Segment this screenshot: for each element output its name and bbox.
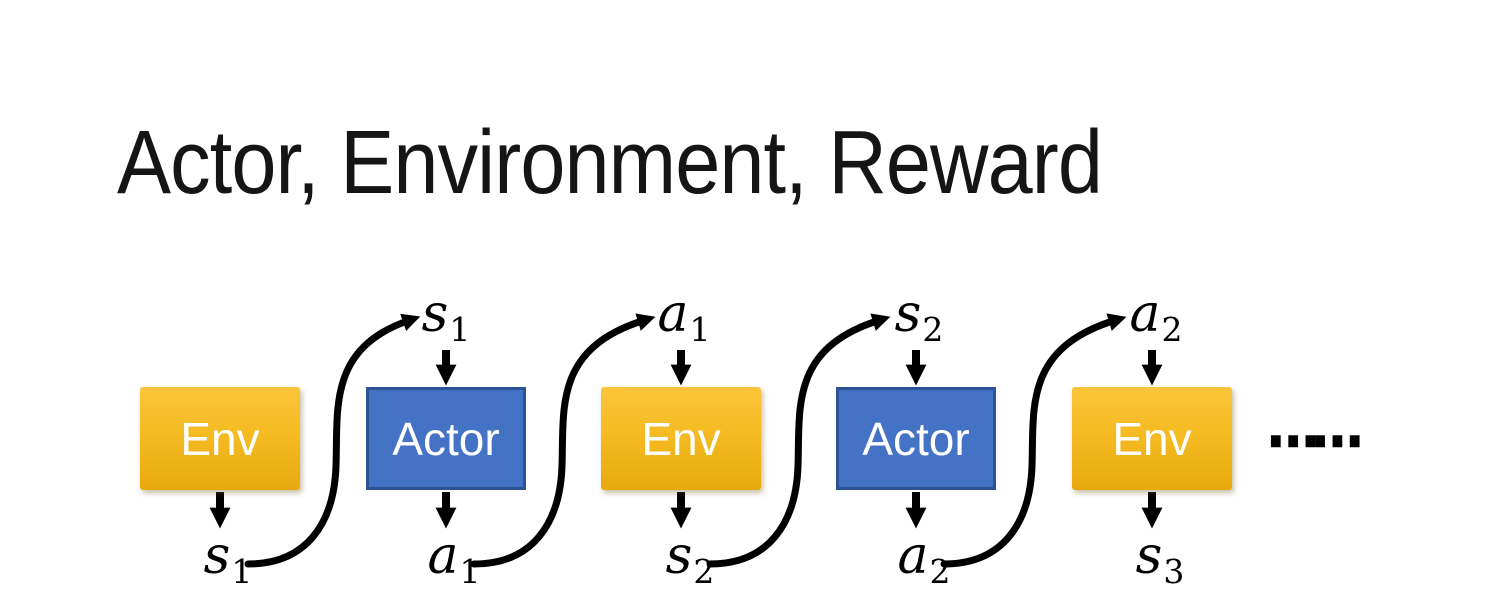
curved-arrow-s1 [244,313,421,568]
math-subscript: 1 [231,552,253,591]
env-box-3: Env [1072,387,1232,490]
top-label-a2: a2 [1129,288,1182,346]
slide-title: Actor, Environment, Reward [117,113,1103,213]
math-subscript: 1 [449,310,471,349]
bottom-label-a2: a2 [897,530,950,588]
actor-box-2: Actor [836,387,996,490]
top-label-s1: s1 [422,288,471,346]
math-letter: s [1135,526,1163,586]
math-subscript: 2 [693,552,715,591]
math-letter: a [427,526,459,586]
math-letter: a [897,526,929,586]
ellipsis-dots: …… [1265,388,1366,460]
math-subscript: 2 [929,552,951,591]
math-letter: a [657,284,689,344]
env-box-2: Env [601,387,761,490]
actor-box-1: Actor [366,387,526,490]
bottom-label-s2: s2 [666,530,715,588]
math-subscript: 3 [1163,552,1185,591]
top-label-s2: s2 [895,288,944,346]
math-letter: s [665,526,693,586]
curved-arrow-a1 [470,313,656,568]
env-box-1: Env [140,387,300,490]
bottom-label-s3: s3 [1136,530,1185,588]
math-letter: a [1129,284,1161,344]
math-letter: s [203,526,231,586]
top-label-a1: a1 [657,288,710,346]
curved-arrow-a2 [940,313,1127,568]
math-subscript: 2 [922,310,944,349]
math-subscript: 1 [689,310,711,349]
math-letter: s [894,284,922,344]
math-letter: s [421,284,449,344]
math-subscript: 1 [459,552,481,591]
bottom-label-s1: s1 [204,530,253,588]
math-subscript: 2 [1161,310,1183,349]
curved-arrow-s2 [706,313,891,568]
bottom-label-a1: a1 [427,530,480,588]
